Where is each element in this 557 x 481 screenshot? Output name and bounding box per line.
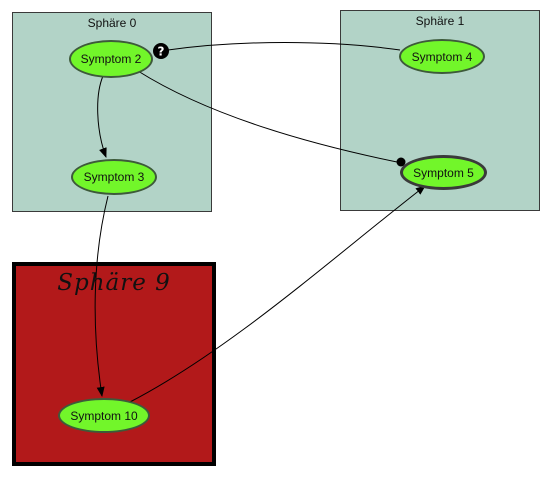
node-label: Symptom 3 bbox=[83, 170, 145, 184]
sphere-0-title: Sphäre 0 bbox=[87, 16, 137, 30]
sphere-1-title: Sphäre 1 bbox=[415, 14, 465, 28]
node-label: Symptom 5 bbox=[413, 165, 474, 180]
svg-text:?: ? bbox=[158, 45, 165, 59]
node-label: Symptom 2 bbox=[80, 52, 142, 66]
edge-symptom2-symptom5 bbox=[137, 70, 398, 163]
node-label: Symptom 4 bbox=[411, 49, 473, 64]
edge-symptom2-symptom3 bbox=[97, 75, 107, 158]
node-symptom-3[interactable]: Symptom 3 bbox=[71, 159, 157, 195]
sphere-9-title: Sphäre 9 bbox=[57, 270, 171, 296]
node-symptom-4[interactable]: Symptom 4 bbox=[399, 39, 485, 74]
node-symptom-10[interactable]: Symptom 10 bbox=[58, 398, 150, 433]
node-symptom-2[interactable]: Symptom 2 bbox=[69, 40, 153, 78]
edge-symptom4-symptom2 bbox=[167, 42, 401, 51]
node-label: Symptom 10 bbox=[70, 408, 138, 423]
edge-symptom10-symptom5 bbox=[129, 185, 426, 403]
edge-symptom3-symptom10 bbox=[94, 195, 109, 397]
node-symptom-5[interactable]: Symptom 5 bbox=[400, 155, 487, 190]
question-mark-icon: ? bbox=[153, 43, 169, 59]
